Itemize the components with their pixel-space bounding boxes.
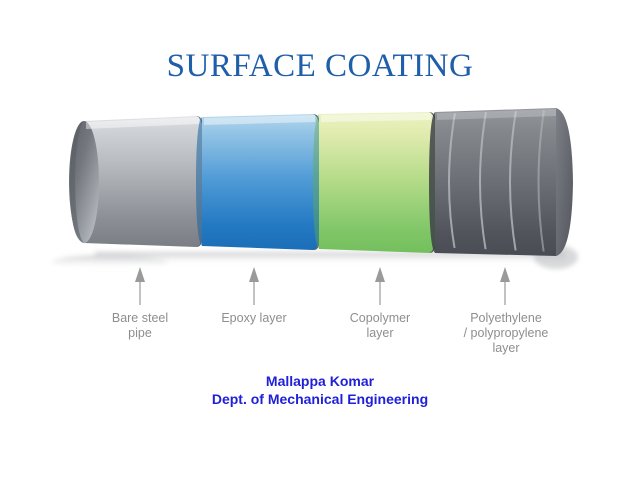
- layer-polyethylene-polypropylene: [429, 108, 573, 256]
- callout-label-polyethylene-polypropylene-layer: Polyethylene / polypropylene layer: [463, 311, 549, 355]
- wrap-arc-highlights: [448, 110, 545, 252]
- layer-epoxy: [196, 114, 324, 250]
- callout-arrow-0: [135, 267, 145, 305]
- layer-copolymer: [313, 112, 440, 253]
- callout-label-bare-steel-pipe: Bare steel pipe: [111, 311, 169, 340]
- callout-arrow-2: [375, 267, 385, 305]
- author-department: Dept. of Mechanical Engineering: [211, 391, 429, 407]
- callout-label-epoxy-layer: Epoxy layer: [221, 311, 287, 325]
- callout-label-copolymer-layer: Copolymer layer: [349, 311, 411, 340]
- callout-arrows: [135, 267, 510, 305]
- author-name: Mallappa Komar: [265, 373, 375, 389]
- page-title: SURFACE COATING: [166, 48, 474, 84]
- callout-arrow-1: [249, 267, 259, 305]
- callout-arrow-3: [500, 267, 510, 305]
- author-block: Mallappa Komar Dept. of Mechanical Engin…: [0, 372, 640, 408]
- layer-bare-steel-pipe: [69, 116, 207, 247]
- pipe-drop-shadow: [52, 245, 578, 269]
